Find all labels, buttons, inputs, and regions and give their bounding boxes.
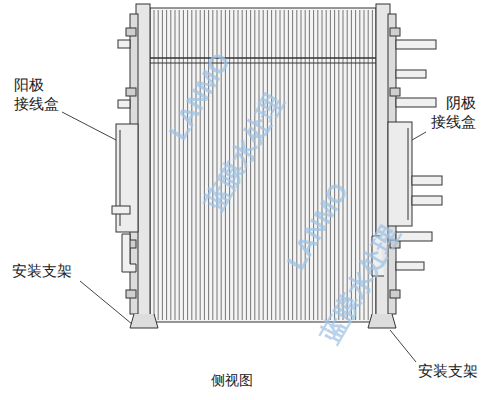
anode-junction-box <box>116 124 138 232</box>
part-label: 阳极 接线盒 <box>14 76 64 114</box>
fin-line <box>271 10 272 320</box>
fin-line <box>334 10 335 320</box>
left-pipe <box>112 40 136 272</box>
stack-fins <box>154 10 372 320</box>
fin-line <box>275 10 276 320</box>
fin-line <box>170 10 171 320</box>
fin-line <box>187 10 188 320</box>
fin-line <box>267 10 268 320</box>
fin-line <box>183 10 184 320</box>
fin-line <box>191 10 192 320</box>
fin-line <box>301 10 302 320</box>
part-label: 安装支架 <box>418 362 478 381</box>
fin-line <box>326 10 327 320</box>
fin-line <box>179 10 180 320</box>
fin-line <box>313 10 314 320</box>
fin-line <box>259 10 260 320</box>
fin-line <box>280 10 281 320</box>
fin-line <box>296 10 297 320</box>
part-label: 安装支架 <box>12 262 72 281</box>
fin-line <box>196 10 197 320</box>
part-label: 阴极 接线盒 <box>426 94 476 132</box>
mounting-bracket <box>130 314 158 328</box>
fin-line <box>322 10 323 320</box>
fin-line <box>284 10 285 320</box>
fin-line <box>317 10 318 320</box>
fin-line <box>175 10 176 320</box>
membrane-stack <box>150 8 376 322</box>
fin-line <box>263 10 264 320</box>
fin-line <box>309 10 310 320</box>
mounting-bracket <box>368 314 396 328</box>
fin-line <box>288 10 289 320</box>
fin-line <box>343 10 344 320</box>
fin-line <box>166 10 167 320</box>
fin-line <box>158 10 159 320</box>
view-caption: 侧视图 <box>211 372 253 390</box>
cathode-junction-box <box>388 122 412 226</box>
fin-line <box>330 10 331 320</box>
fin-line <box>292 10 293 320</box>
fin-line <box>200 10 201 320</box>
fin-line <box>338 10 339 320</box>
fin-line <box>162 10 163 320</box>
fin-line <box>154 10 155 320</box>
